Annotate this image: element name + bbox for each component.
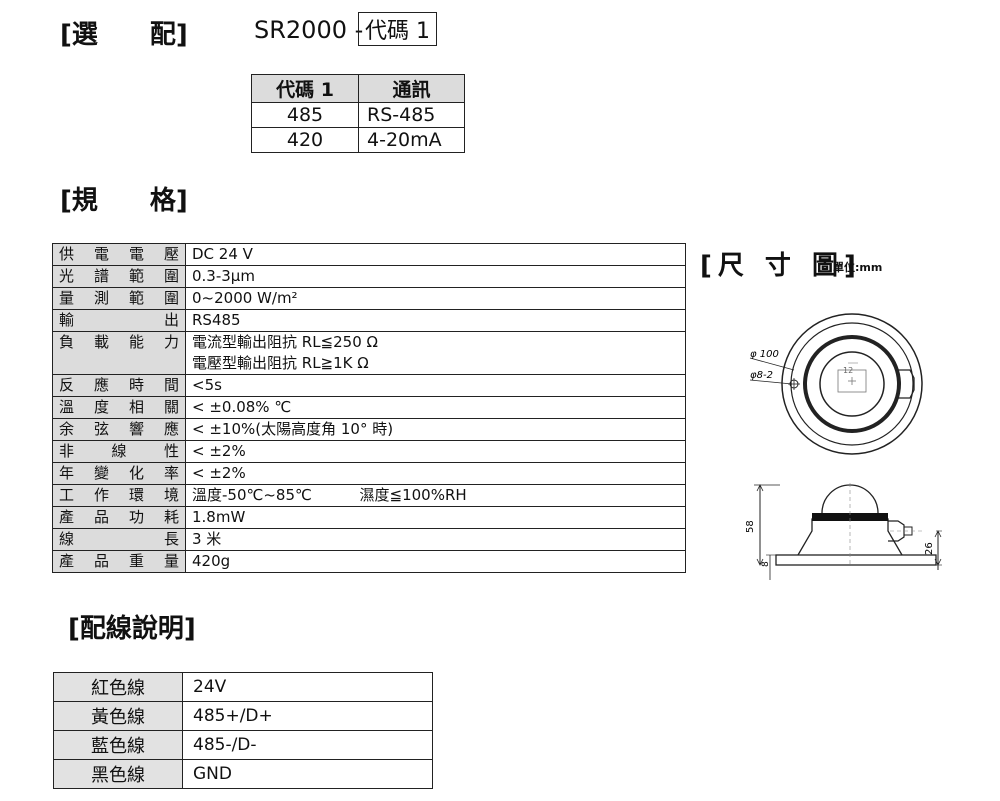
spec-value: 1.8mW — [185, 506, 686, 529]
table-row: 485 RS-485 — [251, 102, 465, 128]
wiring-header: [配線說明] — [68, 614, 196, 644]
side-height-label: 26 — [924, 542, 935, 555]
spec-value: < ±0.08% ℃ — [185, 396, 686, 419]
base-height-label: 8 — [761, 561, 771, 567]
code-table: 代碼 1 通訊 485 RS-485 420 4-20mA — [251, 74, 465, 153]
table-row: 供電電壓 DC 24 V — [52, 243, 686, 266]
table-row: 余弦響應 < ±10%(太陽高度角 10° 時) — [52, 418, 686, 441]
spec-label: 非 線 性 — [59, 442, 179, 460]
table-row: 420 4-20mA — [251, 127, 465, 153]
spec-value: 電流型輸出阻抗 RL≦250 Ω — [192, 333, 378, 351]
wire-color: 紅色線 — [53, 672, 183, 702]
wire-signal: 485-/D- — [182, 730, 433, 760]
spec-value-2: 電壓型輸出阻抗 RL≧1K Ω — [192, 354, 369, 372]
spec-label: 產品重量 — [59, 552, 179, 570]
table-row: 反應時間 <5s — [52, 374, 686, 397]
spec-label: 量測範圍 — [59, 289, 179, 307]
wire-signal: GND — [182, 759, 433, 789]
spec-value: 0.3-3μm — [185, 265, 686, 288]
spec-label: 供電電壓 — [59, 245, 179, 263]
spec-label: 線 長 — [59, 530, 179, 548]
spec-value: 3 米 — [185, 528, 686, 551]
table-row: 工作環境溫度-50℃~85℃ 濕度≦100%RH — [52, 484, 686, 507]
table-row: 產品重量 420g — [52, 550, 686, 573]
code-box: 代碼 1 — [358, 12, 437, 46]
code-cell: 485 — [251, 102, 359, 128]
comm-col-header: 通訊 — [358, 74, 465, 103]
spec-label: 溫度相關 — [59, 398, 179, 416]
table-row: 量測範圍 0~2000 W/m² — [52, 287, 686, 310]
code-cell: 420 — [251, 127, 359, 153]
code-table-header: 代碼 1 通訊 — [251, 74, 465, 103]
sensor-rect — [837, 369, 867, 393]
table-row: 產品功耗 1.8mW — [52, 506, 686, 529]
table-row: 輸 出 RS485 — [52, 309, 686, 332]
table-row: 溫度相關 < ±0.08% ℃ — [52, 396, 686, 419]
dimensions-header: [尺 寸 圖] — [700, 251, 862, 281]
spec-value: < ±10%(太陽高度角 10° 時) — [185, 418, 686, 441]
spec-label: 工作環境 — [59, 486, 179, 504]
table-row: 負載能力電流型輸出阻抗 RL≦250 Ω 電壓型輸出阻抗 RL≧1K Ω — [52, 331, 686, 375]
inner-label: 12 — [843, 366, 853, 375]
code-col-header: 代碼 1 — [251, 74, 359, 103]
spec-header: [規 格] — [60, 186, 188, 216]
wire-signal: 24V — [182, 672, 433, 702]
spec-value: DC 24 V — [185, 243, 686, 266]
spec-label: 余弦響應 — [59, 420, 179, 438]
outer-circle — [781, 313, 923, 455]
spec-label: 光譜範圍 — [59, 267, 179, 285]
spec-label: 負載能力 — [59, 333, 179, 351]
selection-header: [選 配] — [60, 20, 188, 50]
wire-color: 藍色線 — [53, 730, 183, 760]
comm-cell: RS-485 — [358, 102, 465, 128]
table-row: 光譜範圍 0.3-3μm — [52, 265, 686, 288]
spec-label: 反應時間 — [59, 376, 179, 394]
table-row: 線 長 3 米 — [52, 528, 686, 551]
spec-label: 年變化率 — [59, 464, 179, 482]
table-row: 年變化率 < ±2% — [52, 462, 686, 485]
top-view-drawing: φ 100 φ8-2 12 — [749, 313, 923, 455]
spec-label: 輸 出 — [59, 311, 179, 329]
diameter-label: φ 100 — [750, 349, 779, 360]
black-ring — [812, 513, 888, 521]
unit-label: 單位:mm — [833, 261, 883, 274]
comm-cell: 4-20mA — [358, 127, 465, 153]
wire-color: 黑色線 — [53, 759, 183, 789]
spec-label: 產品功耗 — [59, 508, 179, 526]
table-row: 非 線 性 < ±2% — [52, 440, 686, 463]
dome-ring — [803, 335, 901, 433]
spec-value: < ±2% — [185, 440, 686, 463]
spec-value: <5s — [185, 374, 686, 397]
wire-signal: 485+/D+ — [182, 701, 433, 731]
height-total-label: 58 — [745, 520, 756, 533]
wire-color: 黃色線 — [53, 701, 183, 731]
cable-gland — [898, 369, 915, 399]
spec-value: 420g — [185, 550, 686, 573]
holes-label: φ8-2 — [750, 370, 773, 381]
spec-value: 溫度-50℃~85℃ 濕度≦100%RH — [185, 484, 686, 507]
base-plate — [775, 554, 937, 566]
dome-circle — [819, 351, 885, 417]
spec-value: 0~2000 W/m² — [185, 287, 686, 310]
side-view-drawing: 58 8 26 — [745, 483, 942, 580]
spec-value: RS485 — [185, 309, 686, 332]
model-prefix: SR2000 - — [254, 16, 364, 44]
spec-value: < ±2% — [185, 462, 686, 485]
